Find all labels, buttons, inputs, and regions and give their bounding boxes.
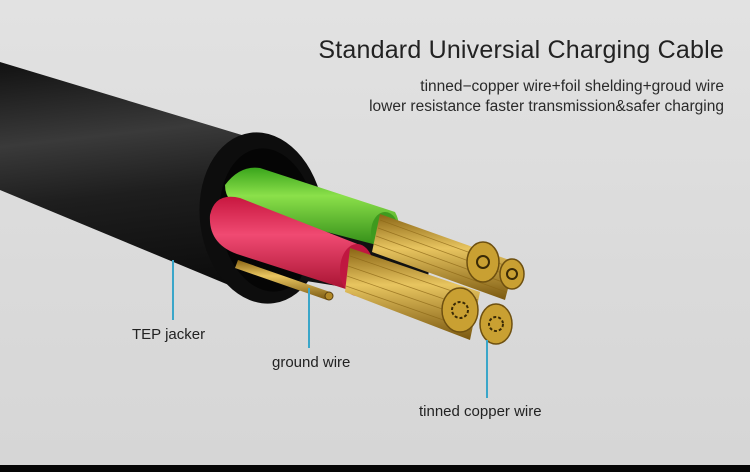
callout-tinned-copper-wire: tinned copper wire	[419, 403, 542, 420]
tinned-copper-leader-line	[486, 340, 488, 398]
tep-jacker-leader-line	[172, 260, 174, 320]
callout-tep-jacker: TEP jacker	[132, 326, 206, 343]
subtitle-line-2: lower resistance faster transmission&saf…	[369, 98, 724, 115]
page-title: Standard Universial Charging Cable	[318, 36, 724, 64]
bottom-border	[0, 465, 750, 472]
subtitle-line-1: tinned−copper wire+foil shelding+groud w…	[420, 78, 724, 95]
ground-wire-leader-line	[308, 288, 310, 348]
callout-ground-wire: ground wire	[272, 354, 351, 371]
